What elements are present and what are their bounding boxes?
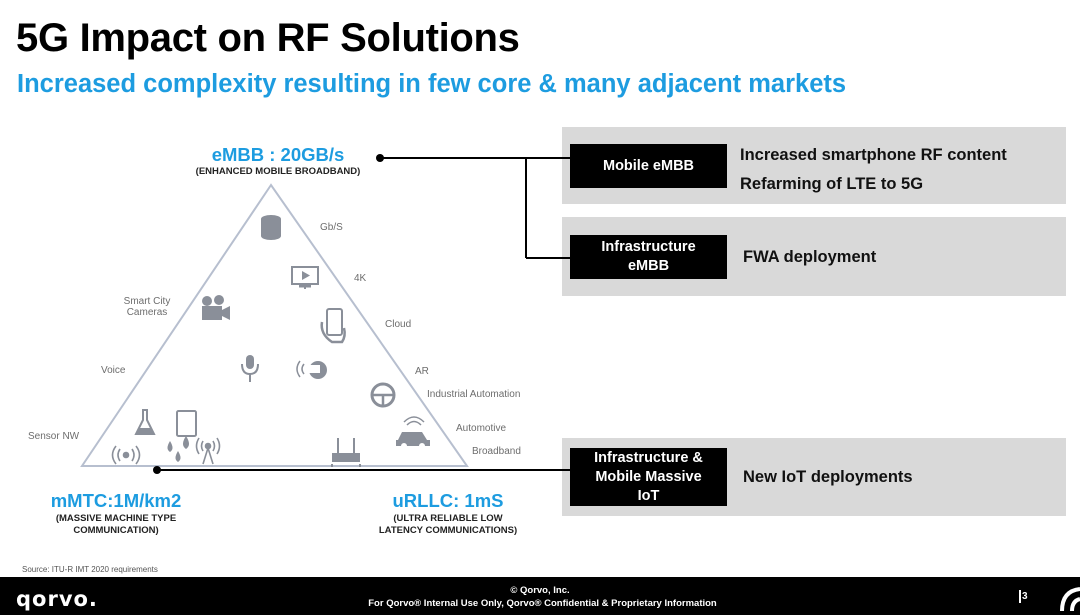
microphone-icon <box>241 355 259 382</box>
vertex-mmtc-label: mMTC:1M/km2 <box>50 490 182 511</box>
panel-2-line-1: FWA deployment <box>743 248 877 266</box>
page-number: 3 <box>1022 591 1028 602</box>
page-subtitle: Increased complexity resulting in few co… <box>17 70 847 98</box>
tag-infrastructure-iot-line-2: Mobile Massive <box>595 468 702 485</box>
tag-infrastructure-iot-line-3: IoT <box>637 487 660 504</box>
label-sensor-nw: Sensor NW <box>28 431 80 442</box>
tag-mobile-embb: Mobile eMBB <box>570 144 727 188</box>
router-icon <box>331 438 361 467</box>
lab-flask-icon <box>134 409 156 435</box>
triangle-outline <box>80 183 469 467</box>
tag-infrastructure-embb-line-1: Infrastructure <box>601 239 696 255</box>
vertex-embb-sub: (ENHANCED MOBILE BROADBAND) <box>195 166 361 177</box>
source-note: Source: ITU-R IMT 2020 requirements <box>22 565 158 574</box>
tag-infrastructure-embb: Infrastructure eMBB <box>570 235 727 279</box>
connector-lines <box>157 157 570 471</box>
vertex-urllc-sub-2: LATENCY COMMUNICATIONS) <box>378 525 518 536</box>
panel-1-line-2: Refarming of LTE to 5G <box>740 175 924 193</box>
vertex-urllc-label: uRLLC: 1mS <box>392 490 504 511</box>
brand-arc-icon <box>1060 587 1080 612</box>
label-cloud: Cloud <box>385 319 412 330</box>
vertex-mmtc-sub-1: (MASSIVE MACHINE TYPE <box>55 513 177 524</box>
label-ar: AR <box>415 366 429 377</box>
tag-infrastructure-iot-line-1: Infrastructure & <box>594 449 703 466</box>
video-screen-icon <box>291 266 319 289</box>
antenna-tower-icon <box>195 437 221 465</box>
vertex-urllc-sub-1: (ULTRA RELIABLE LOW <box>393 513 503 524</box>
page-number-divider <box>1019 590 1021 603</box>
video-camera-icon <box>202 295 230 320</box>
label-4k: 4K <box>354 273 367 284</box>
tag-mobile-embb-text: Mobile eMBB <box>602 157 695 174</box>
connected-car-icon <box>396 416 430 449</box>
tag-infrastructure-iot: Infrastructure & Mobile Massive IoT <box>570 448 727 506</box>
footer-bar: qorvo. © Qorvo, Inc. For Qorvo® Internal… <box>0 577 1080 615</box>
qorvo-logo: qorvo. <box>16 587 98 611</box>
steering-wheel-icon <box>370 382 396 408</box>
panel-1-line-1: Increased smartphone RF content <box>740 146 1007 164</box>
tablet-icon <box>176 410 197 437</box>
label-gbs: Gb/S <box>320 222 343 233</box>
wireless-signal-icon <box>111 445 141 465</box>
page-title: 5G Impact on RF Solutions <box>16 16 520 60</box>
connector-dot-top <box>376 154 384 162</box>
vr-headset-icon <box>296 360 327 379</box>
label-broadband: Broadband <box>472 446 521 457</box>
label-industrial-automation: Industrial Automation <box>427 389 521 400</box>
label-voice: Voice <box>101 365 126 376</box>
label-cameras: Cameras <box>126 307 168 318</box>
footer-copyright: © Qorvo, Inc. <box>510 585 570 596</box>
footer-notice: For Qorvo® Internal Use Only, Qorvo® Con… <box>368 598 717 609</box>
water-drops-icon <box>167 436 189 462</box>
vertex-mmtc-sub-2: COMMUNICATION) <box>73 525 159 536</box>
panel-3-line-1: New IoT deployments <box>743 468 913 486</box>
database-icon <box>261 215 281 240</box>
vertex-embb-label: eMBB : 20GB/s <box>211 144 345 165</box>
label-smart-city: Smart City <box>123 296 171 307</box>
connector-dot-bottom <box>153 466 161 474</box>
tag-infrastructure-embb-line-2: eMBB <box>627 258 670 274</box>
hand-phone-icon <box>320 308 346 344</box>
label-automotive: Automotive <box>456 423 507 434</box>
